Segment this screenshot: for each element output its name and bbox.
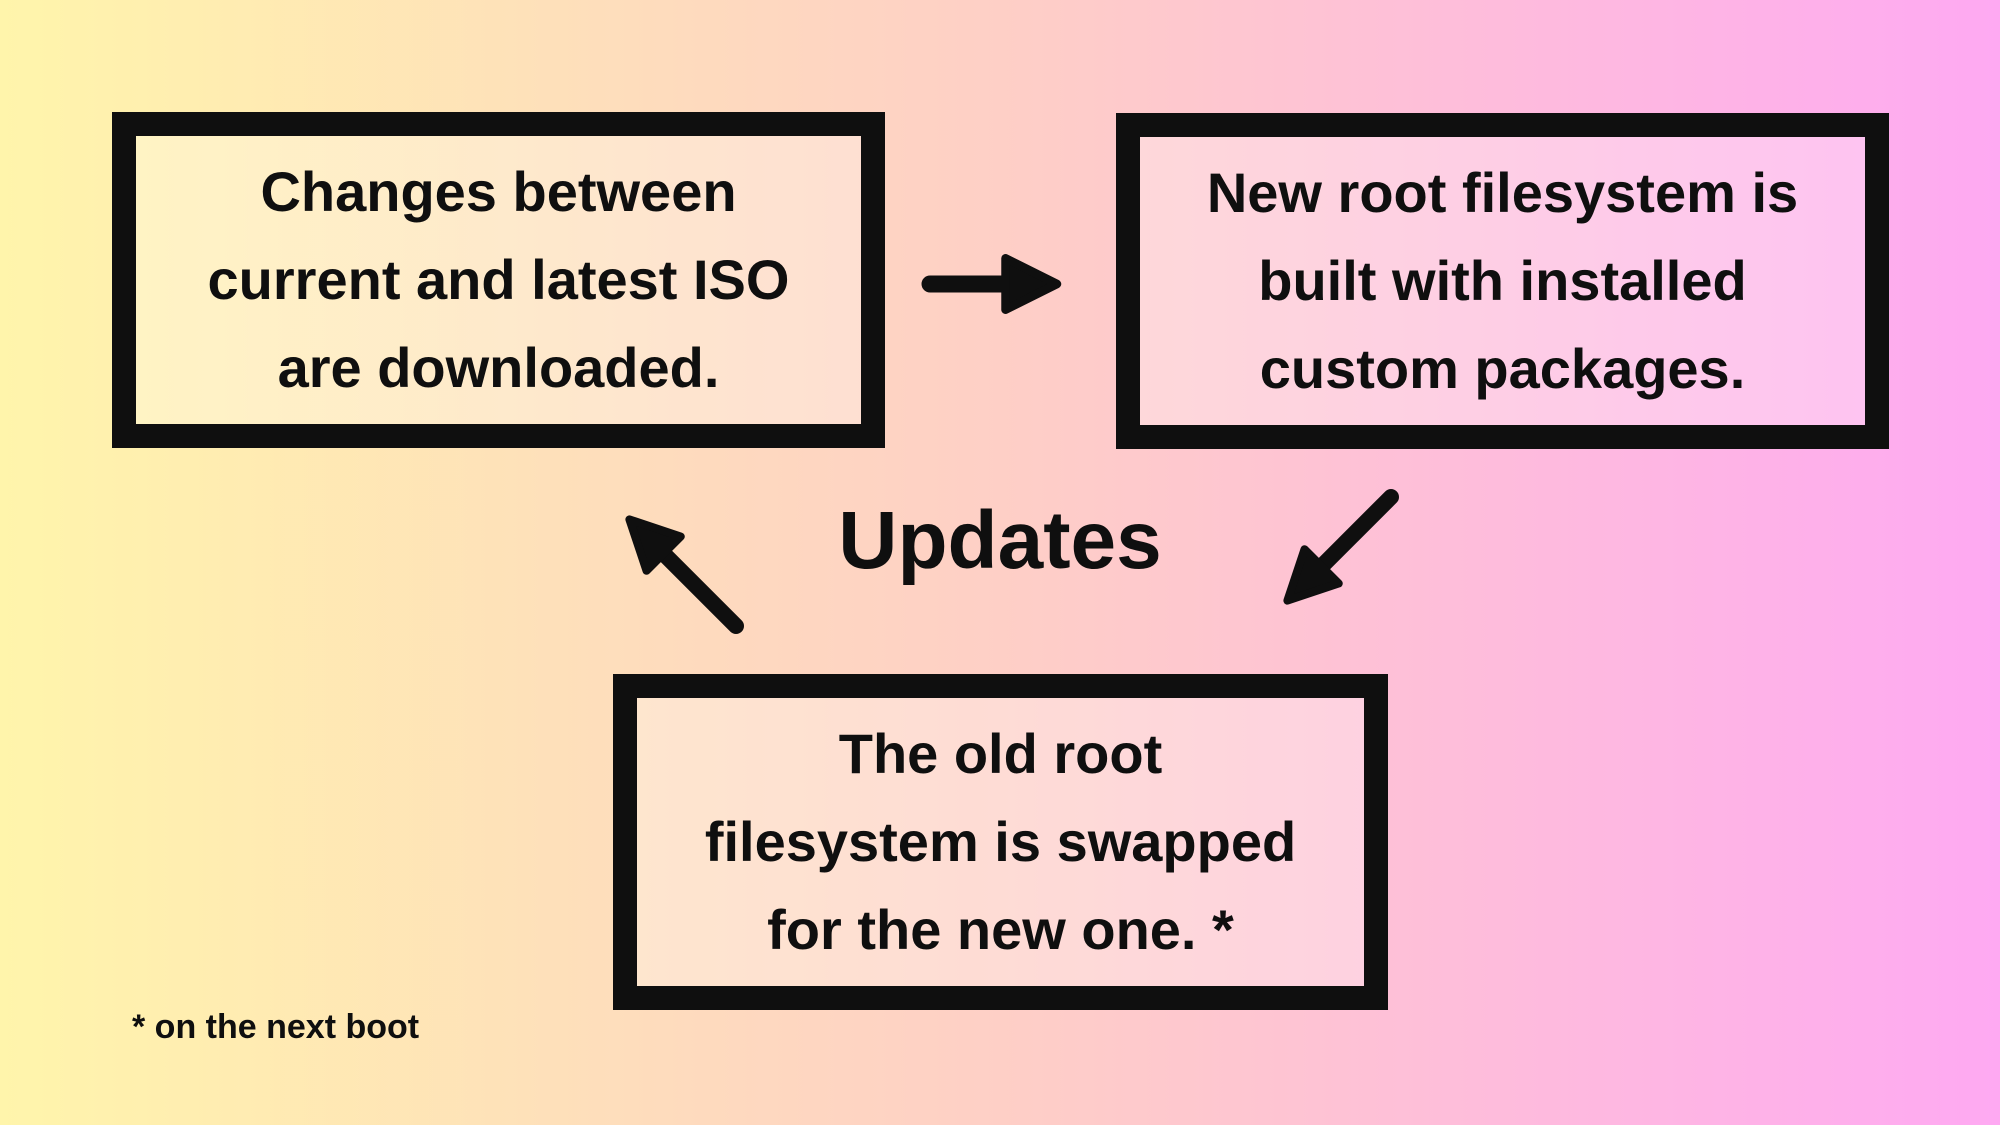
box-build-line-3: custom packages. — [1259, 337, 1746, 400]
box-swap-line-2: filesystem is swapped — [704, 810, 1297, 873]
box-download-line-2: current and latest ISO — [207, 248, 790, 311]
box-swap-line-1: The old root — [838, 722, 1163, 785]
footnote: * on the next boot — [132, 1008, 420, 1046]
box-build-rootfs: New root filesystem is built with instal… — [1116, 113, 1889, 449]
box-swap-line-3: for the new one. * — [767, 898, 1234, 961]
box-swap-rootfs: The old root filesystem is swapped for t… — [613, 674, 1388, 1010]
box-build-line-2: built with installed — [1258, 249, 1747, 312]
box-build-line-1: New root filesystem is — [1206, 161, 1799, 224]
cycle-label: Updates — [838, 495, 1162, 586]
box-download-line-1: Changes between — [260, 160, 737, 223]
arrow-up-left-icon — [625, 515, 744, 634]
box-download-changes: Changes between current and latest ISO a… — [112, 112, 885, 448]
arrow-down-left-icon — [1283, 489, 1399, 605]
box-download-line-3: are downloaded. — [277, 336, 720, 399]
